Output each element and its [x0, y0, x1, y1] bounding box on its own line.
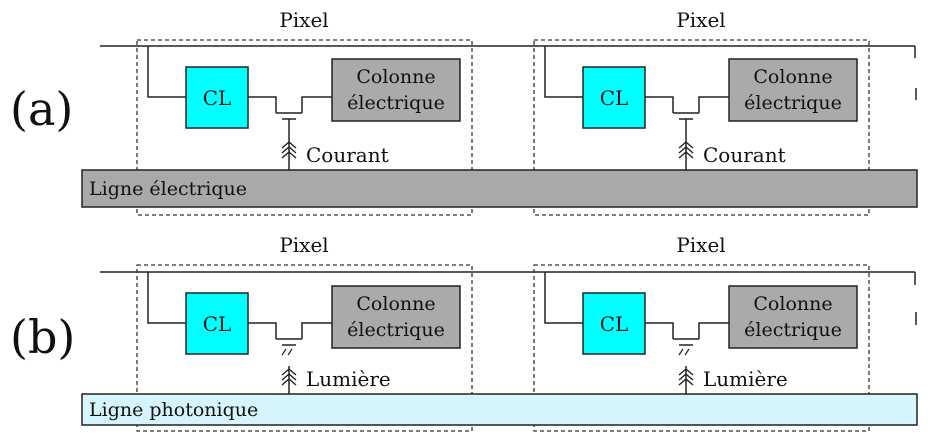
cl-to-transistor-wire [248, 322, 277, 339]
electric-line-bar [81, 169, 918, 208]
transistor-icon [673, 112, 699, 175]
pixel-cell: Pixel CL Colonne électrique Courant [533, 8, 870, 216]
pixel-title: Pixel [676, 8, 725, 32]
phototransistor-icon [673, 338, 699, 395]
cl-label: CL [600, 86, 629, 110]
cl-box [185, 292, 249, 355]
photonic-line-bar [81, 393, 918, 426]
cl-to-transistor-wire [645, 96, 674, 113]
pixel-cell: Pixel CL Colonne électrique Lumière [533, 233, 870, 432]
cl-label: CL [203, 86, 232, 110]
column-box [331, 58, 461, 122]
pixel-boundary [533, 264, 870, 432]
light-arrows-icon [281, 368, 297, 386]
current-arrows-icon [678, 141, 694, 159]
panel-label: (b) [10, 310, 75, 364]
pixel-title: Pixel [279, 233, 328, 257]
panel-a: (a) Pixel CL Colonne électrique Cou [10, 8, 918, 216]
panel-b: (b) Pixel CL Colonne électrique [10, 233, 918, 432]
source-label: Lumière [306, 367, 391, 391]
column-label-line2: électrique [347, 92, 445, 114]
cl-wire [147, 272, 186, 324]
cl-to-transistor-wire [248, 96, 277, 113]
transistor-to-column-wire [698, 96, 729, 113]
source-label: Courant [306, 143, 389, 167]
column-label-line1: Colonne [753, 293, 832, 315]
line-label: Ligne électrique [89, 178, 247, 200]
transistor-icon [276, 112, 302, 175]
cl-box [582, 66, 646, 129]
column-label-line1: Colonne [356, 293, 435, 315]
pixel-boundary [136, 39, 473, 216]
column-label-line1: Colonne [753, 66, 832, 88]
source-label: Lumière [703, 367, 788, 391]
cl-wire [544, 46, 583, 98]
column-label-line1: Colonne [356, 66, 435, 88]
cl-wire [544, 272, 583, 324]
pixel-cell: Pixel CL Colonne électrique Courant [136, 8, 473, 216]
light-arrows-icon [678, 368, 694, 386]
pixel-title: Pixel [279, 8, 328, 32]
cl-label: CL [600, 312, 629, 336]
panel-label: (a) [10, 82, 73, 136]
cl-label: CL [203, 312, 232, 336]
column-box [728, 285, 858, 349]
column-box [331, 285, 461, 349]
column-label-line2: électrique [744, 92, 842, 114]
column-box [728, 58, 858, 122]
pixel-title: Pixel [676, 233, 725, 257]
column-label-line2: électrique [744, 319, 842, 341]
source-label: Courant [703, 143, 786, 167]
pixel-boundary [136, 264, 473, 432]
transistor-to-column-wire [698, 322, 729, 339]
transistor-to-column-wire [301, 96, 332, 113]
cl-box [582, 292, 646, 355]
pixel-cell: Pixel CL Colonne électrique Lumière [136, 233, 473, 432]
transistor-to-column-wire [301, 322, 332, 339]
phototransistor-icon [276, 338, 302, 395]
column-label-line2: électrique [347, 319, 445, 341]
cl-wire [147, 46, 186, 98]
cl-to-transistor-wire [645, 322, 674, 339]
current-arrows-icon [281, 141, 297, 159]
pixel-boundary [533, 39, 870, 216]
line-label: Ligne photonique [89, 399, 258, 421]
